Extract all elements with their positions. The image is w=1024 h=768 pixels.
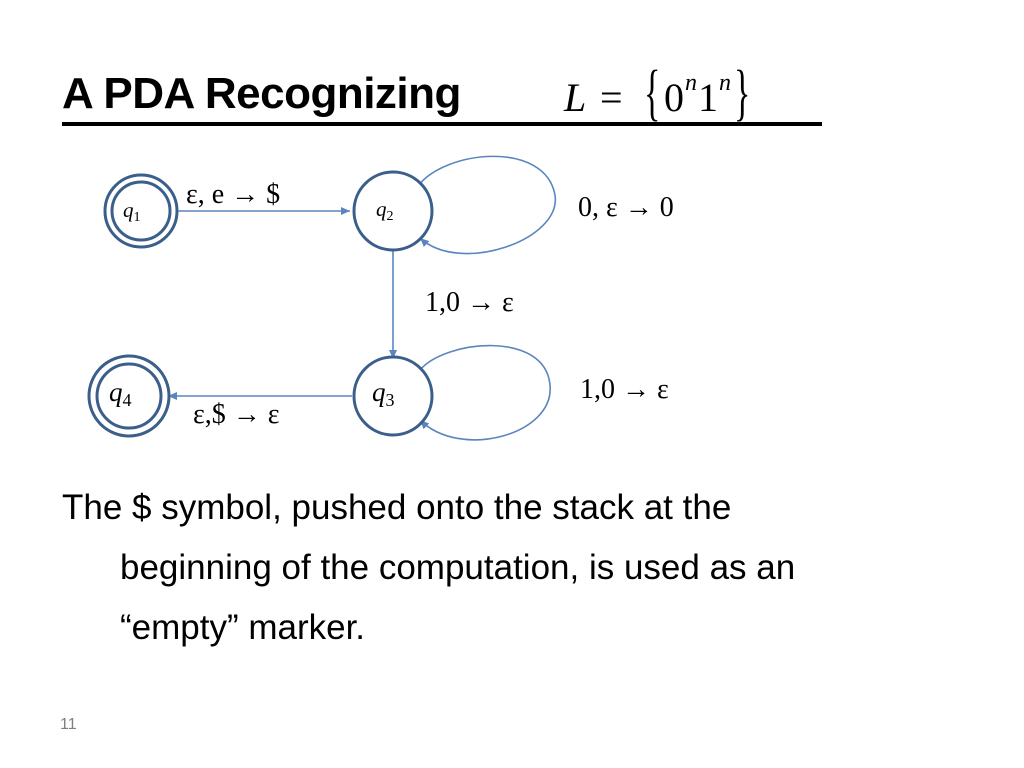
formula-open-brace: { — [644, 59, 661, 127]
edge-q3-self-loop — [419, 344, 551, 441]
state-q2-label: q — [376, 197, 387, 221]
label-q3-loop: 1,0 → ε — [580, 374, 669, 405]
state-q3-label: q — [372, 377, 386, 407]
label-q2-loop: 0, ε → 0 — [578, 192, 674, 223]
formula-one: 1 — [698, 75, 718, 120]
body-paragraph: The $ symbol, pushed onto the stack at t… — [62, 478, 962, 658]
state-q2-sub: 2 — [387, 209, 394, 224]
body-line-2: beginning of the computation, is used as… — [120, 548, 796, 587]
label-q3-q4: ε,$ → ε — [193, 399, 280, 430]
page-number: 11 — [60, 716, 77, 733]
formula-exponent-2: n — [719, 70, 731, 96]
formula-zero: 0 — [664, 75, 684, 120]
body-line-1: The $ symbol, pushed onto the stack at t… — [62, 488, 732, 527]
state-q3-sub: 3 — [386, 390, 395, 410]
formula-equals: = — [600, 75, 623, 120]
state-q4: q4 — [87, 354, 171, 438]
slide-title: A PDA Recognizing — [62, 66, 832, 128]
body-line-3: “empty” marker. — [120, 608, 366, 647]
state-q3: q3 — [352, 355, 434, 437]
label-q1-q2: ε, e → $ — [186, 179, 280, 210]
svg-text:q2: q2 — [376, 197, 394, 224]
state-q4-sub: 4 — [123, 390, 132, 410]
state-q1-sub: 1 — [134, 210, 141, 225]
svg-text:q3: q3 — [372, 377, 395, 410]
state-q1-label: q — [123, 198, 134, 222]
svg-text:q4: q4 — [109, 377, 132, 410]
label-q2-q3: 1,0 → ε — [425, 287, 514, 318]
state-q1: q1 — [103, 173, 179, 249]
edge-q2-self-loop — [417, 155, 556, 255]
formula-lhs: L — [564, 75, 587, 120]
formula-close-brace: } — [734, 59, 751, 127]
title-text: A PDA Recognizing — [62, 69, 461, 118]
svg-text:q1: q1 — [123, 198, 141, 225]
title-underline — [62, 122, 822, 126]
language-formula: L = { 0 n 1 n } — [564, 59, 774, 127]
state-q4-label: q — [109, 377, 123, 407]
state-q2: q2 — [352, 170, 434, 252]
formula-exponent-1: n — [685, 70, 697, 96]
